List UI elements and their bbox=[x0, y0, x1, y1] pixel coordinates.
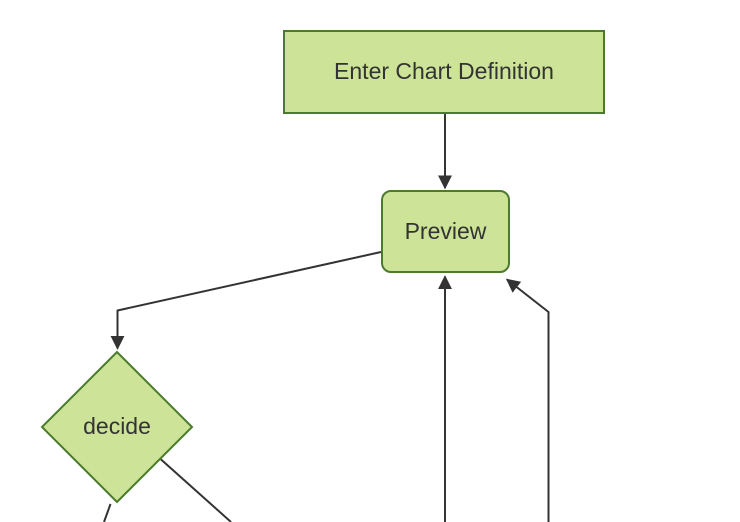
node-decide: decide bbox=[40, 350, 194, 504]
edge-preview-to-decide bbox=[110, 251, 382, 350]
edge-decide-to-offscreen-left bbox=[103, 503, 112, 522]
edge-decide-to-offscreen-right bbox=[159, 458, 232, 522]
node-enter-chart-definition-label: Enter Chart Definition bbox=[334, 58, 554, 85]
node-decide-label: decide bbox=[83, 413, 151, 440]
edge-bottom-right-to-preview bbox=[505, 278, 550, 522]
node-enter-chart-definition: Enter Chart Definition bbox=[283, 30, 605, 114]
node-preview: Preview bbox=[381, 190, 510, 273]
node-preview-label: Preview bbox=[404, 217, 487, 244]
